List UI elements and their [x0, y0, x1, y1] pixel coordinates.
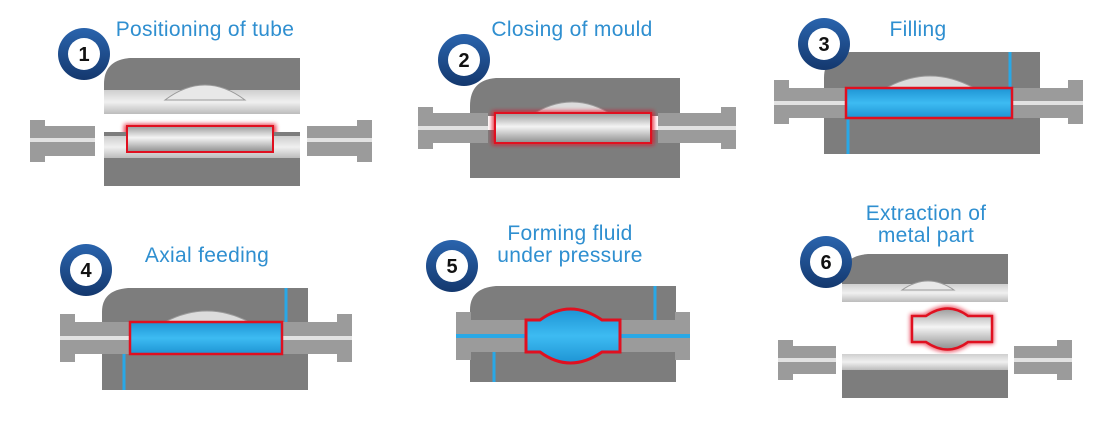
upper-die-cavity	[163, 84, 247, 101]
step-4: Axial feeding 4	[60, 244, 352, 390]
step-2-badge-inner	[448, 44, 480, 76]
step-2-number: 2	[458, 50, 469, 72]
step-4-title-line: Axial feeding	[145, 244, 269, 267]
left-punch-channel	[456, 334, 526, 338]
left-punch-channel	[778, 358, 836, 362]
left-punch-channel	[60, 336, 130, 340]
lower-die	[102, 354, 308, 390]
lower-die	[824, 118, 1040, 154]
step-1-badge-inner	[68, 38, 100, 70]
formed-part	[524, 307, 622, 365]
right-punch-channel	[282, 336, 352, 340]
tube	[494, 112, 652, 144]
right-punch-channel	[1014, 358, 1072, 362]
upper-die	[102, 288, 308, 322]
tube-filled	[844, 86, 1014, 120]
upper-die	[104, 58, 300, 90]
lower-die-insert	[842, 354, 1008, 370]
step-4-badge-inner	[70, 254, 102, 286]
right-punch-channel	[1012, 101, 1083, 105]
upper-die-insert	[842, 284, 1008, 302]
step-3-title: Filling	[890, 18, 947, 41]
step-5-title-line: under pressure	[497, 244, 642, 267]
step-3-title-line: Filling	[890, 18, 947, 41]
right-punch-channel	[307, 138, 372, 142]
step-3: Filling 3	[774, 18, 1083, 154]
upper-die	[470, 78, 680, 116]
right-punch-channel	[658, 126, 736, 130]
step-4-title: Axial feeding	[145, 244, 269, 267]
upper-die	[842, 254, 1008, 284]
lower-die	[842, 370, 1008, 398]
step-1-number: 1	[78, 44, 89, 66]
step-1: Positioning of tube 1	[30, 18, 372, 186]
step-3-badge-inner	[808, 28, 840, 60]
step-3-number: 3	[818, 34, 829, 56]
step-6-title-line: metal part	[878, 224, 974, 247]
step-5-badge-inner	[436, 250, 468, 282]
step-5-number: 5	[446, 256, 457, 278]
step-2-title-line: Closing of mould	[491, 18, 652, 41]
step-6-badge-inner	[810, 246, 842, 278]
upper-die-cavity	[900, 280, 956, 291]
right-punch-channel	[620, 334, 690, 338]
step-5-title-line: Forming fluid	[507, 222, 632, 245]
tube-filled	[128, 320, 284, 356]
step-1-title-line: Positioning of tube	[116, 18, 295, 41]
step-4-number: 4	[80, 260, 92, 282]
step-2-title: Closing of mould	[491, 18, 652, 41]
upper-die	[470, 286, 676, 320]
extracted-part	[910, 307, 994, 351]
step-1-title: Positioning of tube	[116, 18, 295, 41]
step-6-number: 6	[820, 252, 831, 274]
tube-front	[126, 125, 274, 153]
step-2: Closing of mould 2	[418, 18, 736, 178]
left-punch-channel	[774, 101, 846, 105]
upper-die	[824, 52, 1040, 88]
step-6-title-line: Extraction of	[866, 202, 987, 225]
left-punch-channel	[30, 138, 95, 142]
left-punch-channel	[418, 126, 488, 130]
